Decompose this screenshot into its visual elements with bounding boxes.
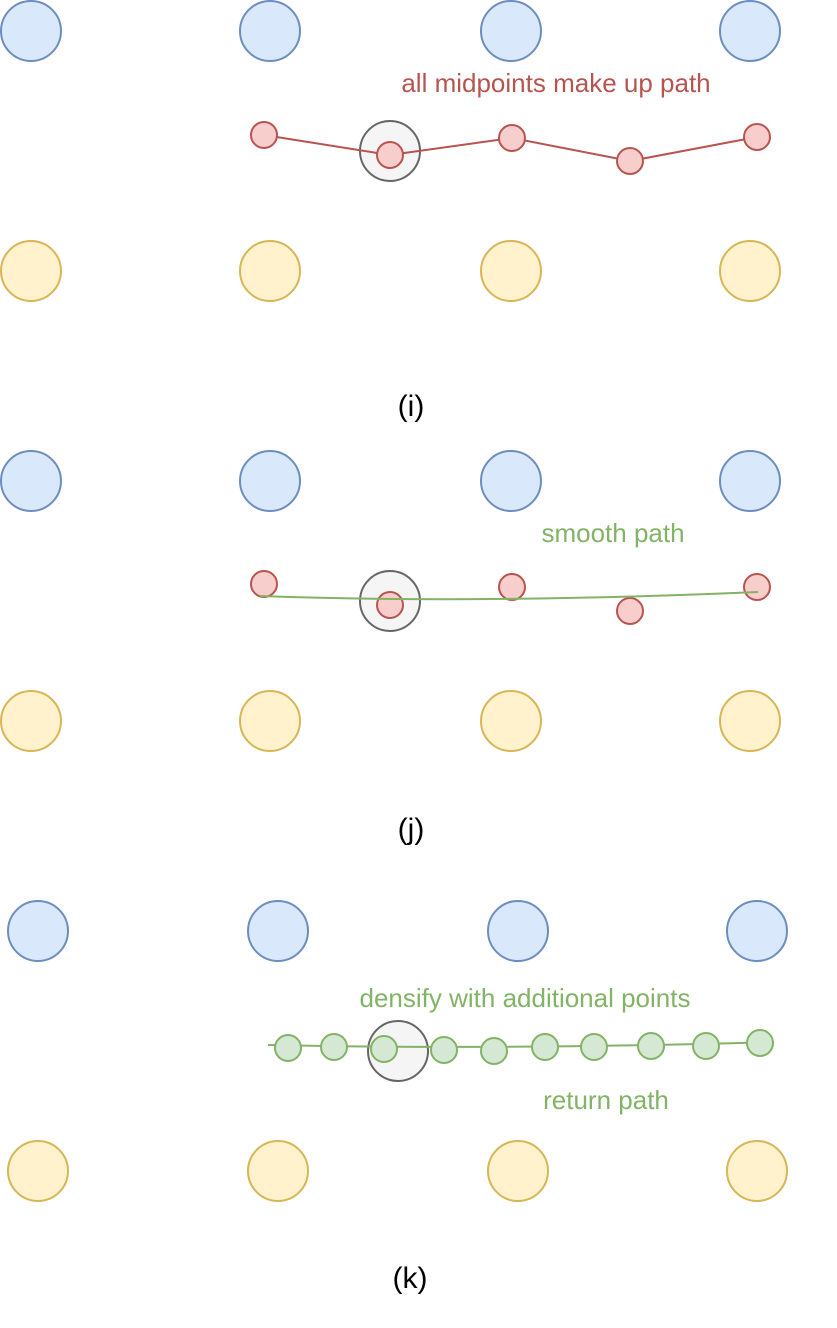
midpoint: [743, 123, 771, 151]
yellow-node: [247, 1140, 309, 1202]
midpoint: [616, 597, 644, 625]
return-path-label: return path: [543, 1085, 669, 1115]
yellow-node: [719, 690, 781, 752]
midpoint: [498, 573, 526, 601]
yellow-node: [7, 1140, 69, 1202]
yellow-node: [726, 1140, 788, 1202]
dense-point: [480, 1037, 508, 1065]
annotation-text: smooth path: [541, 518, 684, 548]
dense-point: [692, 1032, 720, 1060]
annotation-text: all midpoints make up path: [401, 68, 710, 98]
yellow-node: [480, 690, 542, 752]
midpoint: [250, 570, 278, 598]
blue-node: [247, 900, 309, 962]
panel-i: all midpoints make up path (i): [0, 0, 781, 423]
midpoint: [250, 121, 278, 149]
dense-point: [430, 1036, 458, 1064]
midpoint: [743, 573, 771, 601]
midpoint: [376, 591, 404, 619]
yellow-node: [239, 690, 301, 752]
blue-node: [0, 450, 62, 512]
dense-point: [274, 1034, 302, 1062]
dense-point: [637, 1032, 665, 1060]
blue-node: [7, 900, 69, 962]
blue-node: [726, 900, 788, 962]
blue-node: [480, 0, 542, 62]
blue-node: [0, 0, 62, 62]
dense-point: [320, 1033, 348, 1061]
midpoint: [498, 124, 526, 152]
dense-point: [531, 1033, 559, 1061]
dense-point: [746, 1029, 774, 1057]
dense-point: [580, 1033, 608, 1061]
yellow-node: [0, 240, 62, 302]
blue-node: [480, 450, 542, 512]
blue-node: [239, 450, 301, 512]
yellow-node: [239, 240, 301, 302]
blue-node: [719, 0, 781, 62]
yellow-node: [487, 1140, 549, 1202]
panel-j: smooth path (j): [0, 450, 781, 846]
dense-point: [370, 1035, 398, 1063]
yellow-node: [480, 240, 542, 302]
panel-caption: (j): [398, 813, 425, 846]
midpoint: [376, 141, 404, 169]
panel-caption: (i): [398, 390, 425, 423]
blue-node: [719, 450, 781, 512]
blue-node: [239, 0, 301, 62]
panel-caption: (k): [393, 1262, 428, 1295]
blue-node: [487, 900, 549, 962]
yellow-node: [0, 690, 62, 752]
smooth-path-line: [259, 591, 759, 601]
panel-k: densify with additional points return pa…: [7, 900, 788, 1295]
annotation-text: densify with additional points: [360, 983, 691, 1013]
yellow-node: [719, 240, 781, 302]
midpoint: [616, 147, 644, 175]
